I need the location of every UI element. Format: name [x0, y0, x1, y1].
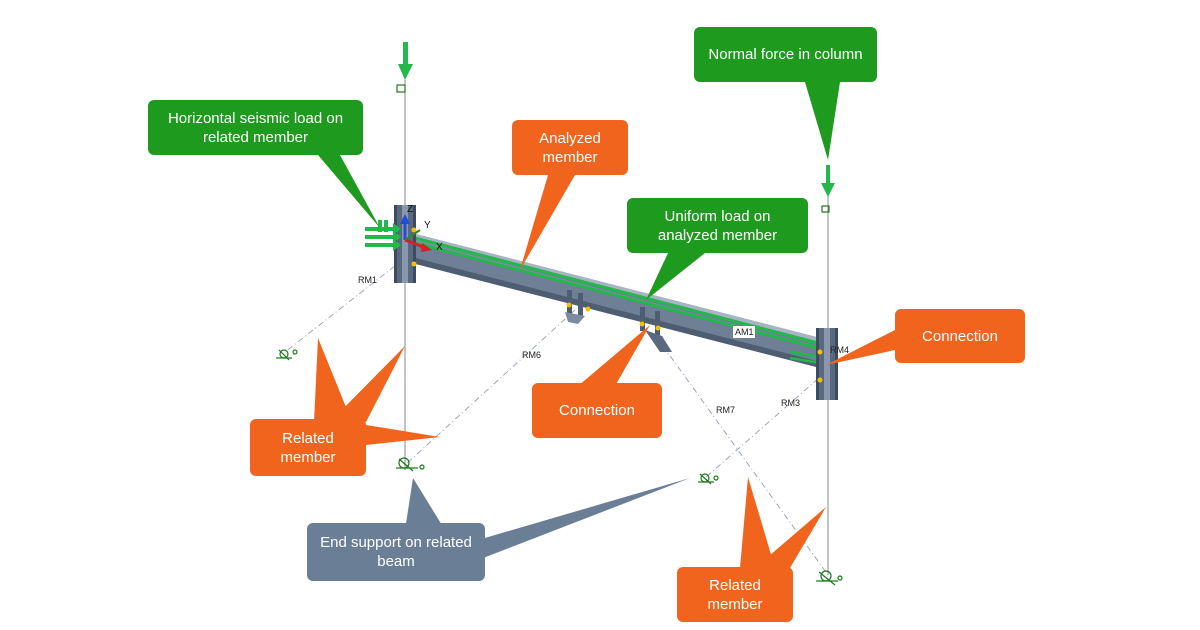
rm3-line: [704, 369, 829, 479]
uniform-callout-pointer: [646, 253, 705, 300]
uniform-load-callout: Uniform load on analyzed member: [627, 198, 808, 253]
analyzed-member-callout: Analyzed member: [512, 120, 628, 175]
seismic-load-arrows: [365, 220, 401, 251]
axis-y-label: Y: [424, 220, 431, 231]
member-label-am1: AM1: [735, 327, 754, 337]
connection-mid-callout: Connection: [532, 383, 662, 438]
seismic-load-callout: Horizontal seismic load on related membe…: [148, 100, 363, 155]
member-label-rm4: RM4: [830, 345, 849, 355]
member-label-rm3: RM3: [781, 398, 800, 408]
member-label-rm7: RM7: [716, 405, 735, 415]
end-support-callout: End support on related beam: [307, 523, 485, 581]
related-left-callout-pointer-a: [314, 338, 352, 422]
node-symbol-top-right: [821, 205, 830, 213]
normal-force-callout-pointer: [805, 82, 840, 160]
axis-z-label: Z: [407, 204, 413, 215]
rm1-line: [284, 257, 406, 353]
mid-connection: [565, 290, 672, 352]
end-support-callout-pointer-b: [478, 478, 690, 560]
normal-force-callout: Normal force in column: [694, 27, 877, 82]
seismic-callout-pointer: [318, 155, 380, 228]
related-right-callout-pointer-a: [740, 477, 775, 568]
related-member-left-callout: Related member: [250, 419, 366, 476]
support-rm3-end: [698, 473, 719, 485]
left-normal-force-arrow: [398, 42, 413, 80]
connection-right-callout-pointer: [826, 330, 895, 365]
rm6-line: [404, 309, 576, 466]
member-label-rm1: RM1: [358, 275, 377, 285]
related-member-right-callout: Related member: [677, 567, 793, 622]
right-column: [816, 328, 838, 400]
analyzed-callout-pointer: [520, 175, 575, 270]
related-left-callout-pointer-b: [330, 346, 405, 422]
right-normal-force-arrow: [821, 165, 835, 197]
connection-right-callout: Connection: [895, 309, 1025, 363]
node-symbol-top-left: [396, 84, 406, 93]
connection-mid-callout-pointer: [578, 325, 650, 386]
axis-x-label: X: [436, 242, 443, 253]
support-rm7-end: [816, 570, 843, 586]
axis-triad: Z Y X: [400, 204, 443, 253]
member-label-rm6: RM6: [522, 350, 541, 360]
related-left-callout-pointer-c: [366, 425, 440, 445]
related-right-callout-pointer-b: [755, 507, 826, 568]
support-rm1-end: [276, 349, 298, 361]
rm7-line: [654, 334, 829, 576]
end-support-callout-pointer-a: [405, 478, 445, 530]
support-rm6-end: [396, 457, 425, 472]
